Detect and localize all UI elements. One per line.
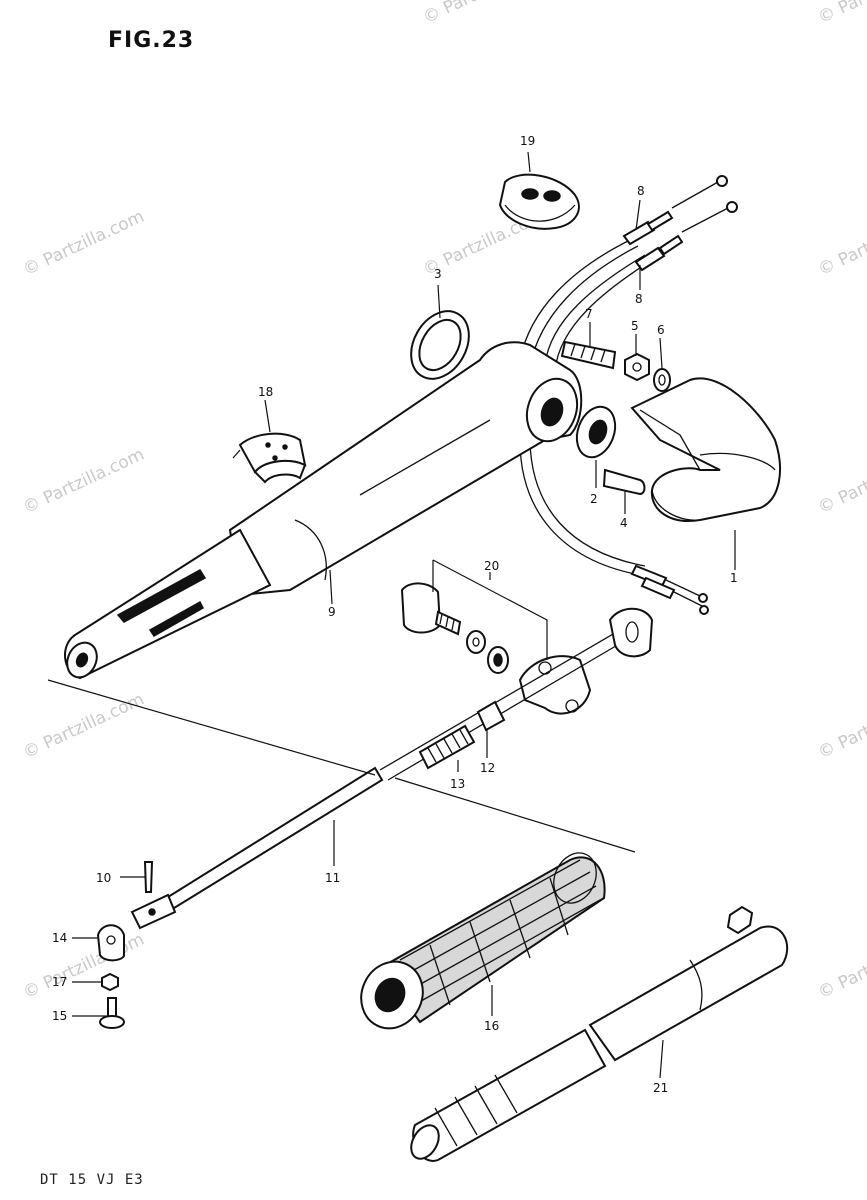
part-17-nut: [101, 972, 119, 992]
part-1-bracket: [630, 377, 781, 522]
part-15-screw: [99, 997, 125, 1029]
part-14-link: [96, 924, 125, 962]
part-11-throttle-rod: [130, 766, 384, 930]
callout-2: 2: [590, 492, 598, 506]
assembly-guide-lines: [47, 679, 636, 853]
part-20-friction-assembly: [400, 559, 592, 715]
figure-title: FIG.23: [108, 28, 195, 53]
callout-3: 3: [434, 267, 442, 281]
callout-19: 19: [520, 134, 535, 148]
callout-21: 21: [653, 1081, 668, 1095]
part-12-collar: [476, 700, 506, 732]
callout-12: 12: [480, 761, 495, 775]
part-18-clamp-plate: [232, 432, 307, 484]
callout-20: 20: [484, 559, 499, 573]
callout-11: 11: [325, 871, 340, 885]
callout-16: 16: [484, 1019, 499, 1033]
leader-lines: [72, 151, 736, 1079]
part-13-spring: [418, 724, 476, 770]
part-rod-assembly: [379, 607, 654, 781]
callout-15: 15: [52, 1009, 67, 1023]
part-6-washer: [653, 368, 671, 392]
callout-6: 6: [657, 323, 665, 337]
callout-1: 1: [730, 571, 738, 585]
part-10-pin: [143, 861, 154, 893]
callout-13: 13: [450, 777, 465, 791]
part-4-pin: [602, 468, 646, 496]
callout-9: 9: [328, 605, 336, 619]
callout-8-upper: 8: [637, 184, 645, 198]
model-code: DT 15 VJ E3: [40, 1172, 144, 1188]
part-19-grommet: [498, 173, 580, 230]
callout-17: 17: [52, 975, 67, 989]
part-16-grip: [360, 852, 606, 1030]
part-7-bolt: [560, 340, 617, 370]
callout-14: 14: [52, 931, 67, 945]
callout-labels: 1 2 3 4 5 6 7 8 8 9 10 11 12 13 14 15 16…: [52, 134, 738, 1095]
callout-7: 7: [585, 307, 593, 321]
part-5-nut: [624, 352, 650, 382]
part-21-throttle-tube: [410, 905, 789, 1162]
part-8-throttle-cables: [519, 175, 738, 615]
callout-8-lower: 8: [635, 292, 643, 306]
callout-5: 5: [631, 319, 639, 333]
part-3-washer: [410, 310, 470, 380]
callout-10: 10: [96, 871, 111, 885]
callout-18: 18: [258, 385, 273, 399]
part-2-bushing: [575, 405, 617, 459]
part-9-tiller-handle: [63, 341, 583, 680]
callout-4: 4: [620, 516, 628, 530]
